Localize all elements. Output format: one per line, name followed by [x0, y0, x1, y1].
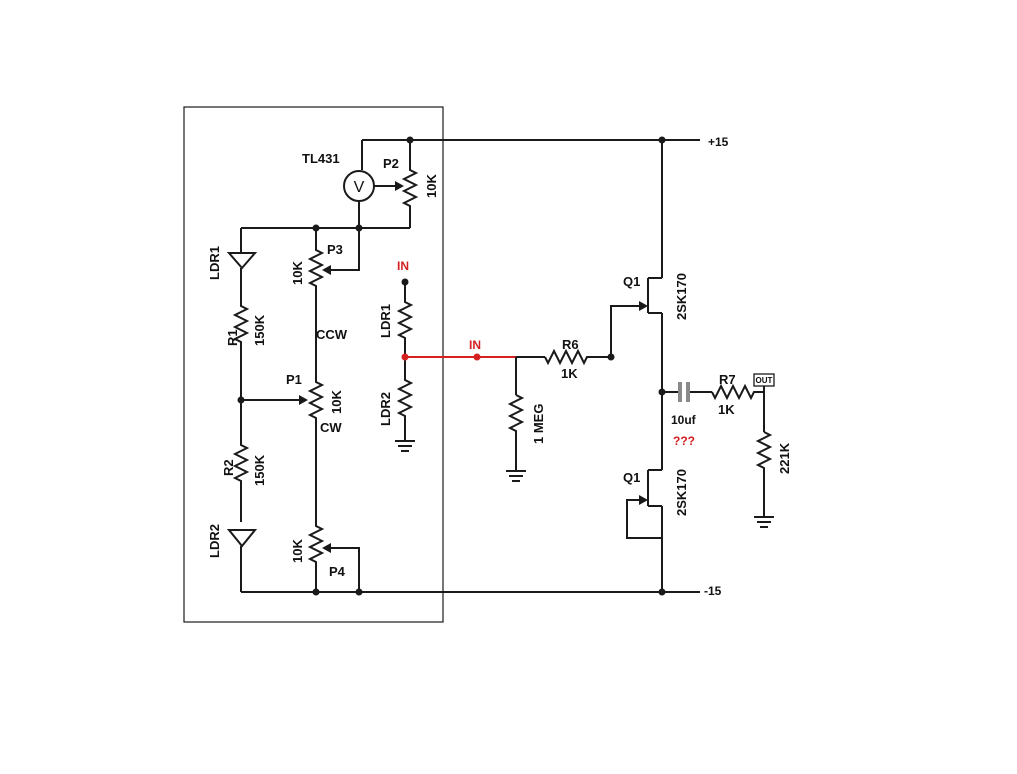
- load-resistor: [754, 392, 774, 528]
- r6-value: 1K: [561, 366, 578, 381]
- ldr2-label: LDR2: [207, 524, 222, 558]
- q1-upper-jfet: [610, 258, 663, 392]
- r1-value: 150K: [252, 314, 267, 346]
- p1-ccw-label: CCW: [316, 327, 348, 342]
- tl431-symbol: V: [354, 179, 365, 196]
- p1-value: 10K: [329, 390, 344, 414]
- input-in-label: IN: [469, 338, 481, 352]
- p1-cw-label: CW: [320, 420, 342, 435]
- q1-lower-part: 2SK170: [674, 469, 689, 516]
- bias-midpoint: [237, 395, 308, 405]
- p4-value: 10K: [290, 539, 305, 563]
- p4-trimmer: [307, 522, 360, 592]
- control-box-outline: [183, 106, 444, 623]
- negative-rail: [241, 588, 700, 596]
- ldr2-diode: [226, 529, 258, 592]
- r7-resistor: [711, 383, 764, 401]
- p1-label: P1: [286, 372, 302, 387]
- capacitor-value: 10uf: [671, 413, 697, 427]
- r6-label: R6: [562, 337, 579, 352]
- p2-trimmer: [401, 165, 419, 228]
- p3-label: P3: [327, 242, 343, 257]
- r1-resistor: [232, 302, 250, 400]
- attenuator-ldr1: [396, 278, 414, 357]
- coupling-capacitor: [662, 382, 712, 402]
- tl431-regulator: V: [343, 170, 404, 228]
- p3-value: 10K: [290, 261, 305, 285]
- r7-label: R7: [719, 372, 736, 387]
- unknown-marker: ???: [673, 434, 695, 448]
- output-terminal-label: OUT: [756, 376, 773, 385]
- gate-resistor-value: 1 MEG: [531, 404, 546, 444]
- attenuator-ldr2: [395, 357, 415, 452]
- q1-upper-part: 2SK170: [674, 273, 689, 320]
- r7-value: 1K: [718, 402, 735, 417]
- input-signal-wire: [401, 353, 516, 361]
- q1-upper-label: Q1: [623, 274, 640, 289]
- r2-value: 150K: [252, 454, 267, 486]
- attenuator-ldr2-label: LDR2: [378, 392, 393, 426]
- ldr1-diode: [226, 228, 258, 302]
- negative-rail-label: -15: [704, 584, 722, 598]
- q1-lower-jfet: [626, 392, 663, 592]
- input-gate-network: [506, 348, 615, 482]
- p2-label: P2: [383, 156, 399, 171]
- p2-value: 10K: [424, 174, 439, 198]
- output-terminal: OUT: [753, 373, 775, 392]
- attenuator-in-label: IN: [397, 259, 409, 273]
- ldr1-label: LDR1: [207, 246, 222, 280]
- r2-resistor: [232, 400, 250, 522]
- load-resistor-value: 221K: [777, 442, 792, 474]
- ref-bus: [241, 224, 410, 232]
- p3-trimmer: [307, 228, 360, 378]
- tl431-label: TL431: [302, 151, 340, 166]
- r2-label: R2: [221, 459, 236, 476]
- r1-label: R1: [225, 329, 240, 346]
- positive-rail-label: +15: [708, 135, 729, 149]
- p1-trimmer: [307, 378, 325, 522]
- p4-label: P4: [329, 564, 346, 579]
- attenuator-ldr1-label: LDR1: [378, 304, 393, 338]
- q1-lower-label: Q1: [623, 470, 640, 485]
- positive-rail: [361, 136, 700, 170]
